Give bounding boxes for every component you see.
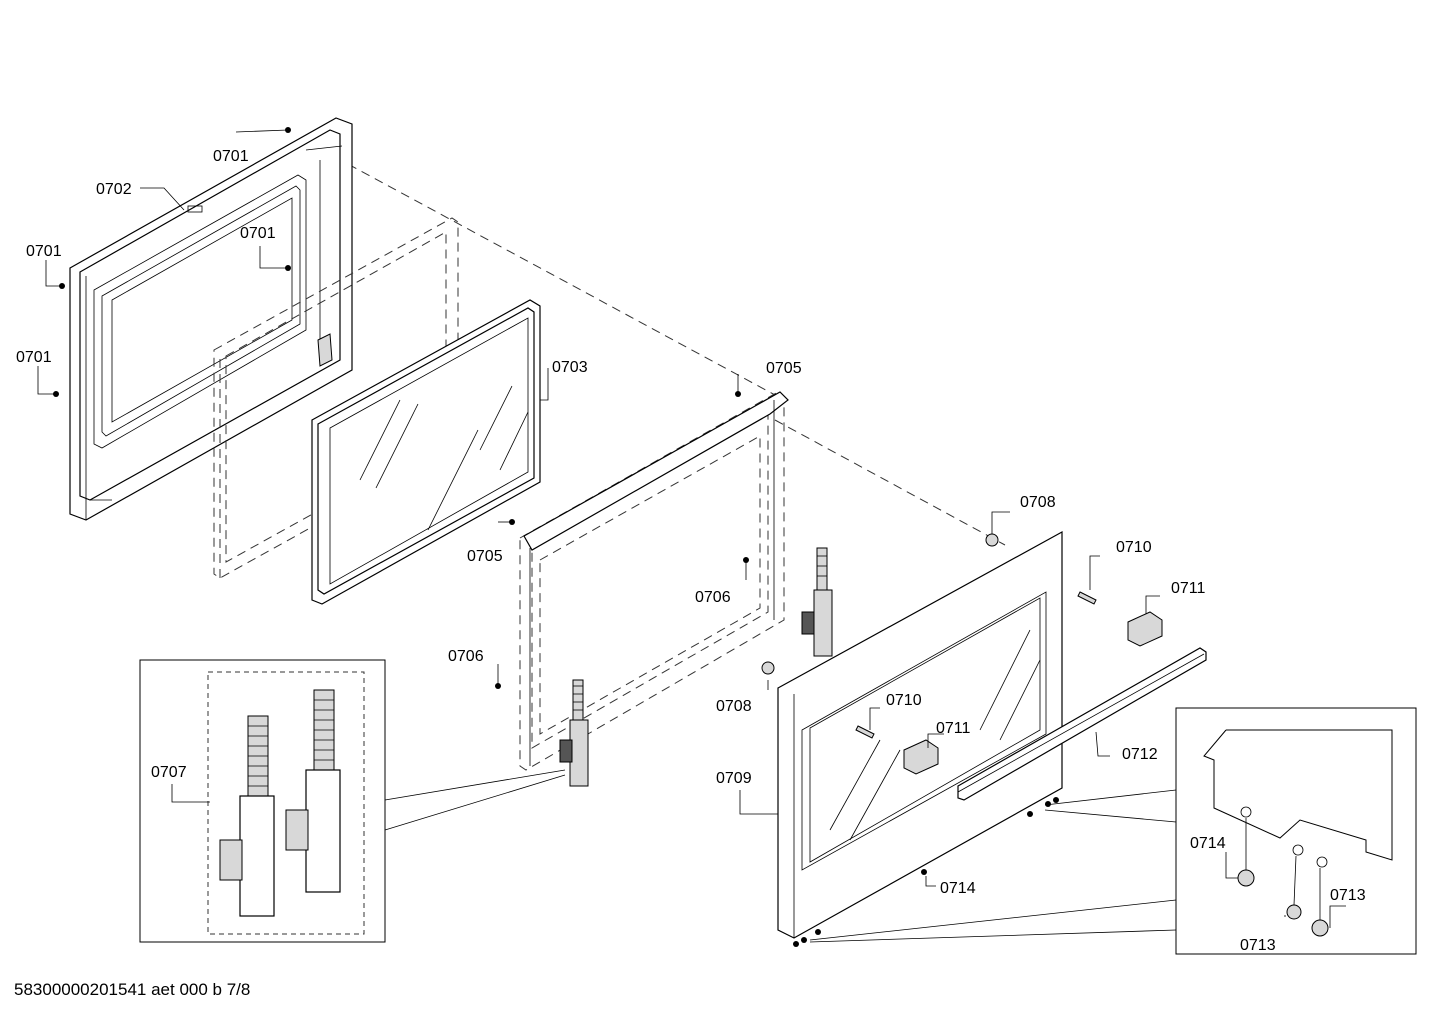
hinge-detail-right	[285, 689, 341, 893]
inner-hinge-frame	[519, 391, 789, 771]
label-0710: 0710	[1116, 539, 1152, 556]
label-0701: 0701	[26, 243, 62, 260]
hinge-detail-left	[219, 715, 275, 917]
hinge-right-installed	[801, 547, 833, 657]
label-0708: 0708	[716, 698, 752, 715]
door-handle	[957, 647, 1207, 801]
label-0714: 0714	[1190, 835, 1226, 852]
outer-door-panel	[777, 530, 1063, 939]
assembly-guide-lines	[321, 149, 1006, 546]
label-0712: 0712	[1122, 746, 1158, 763]
label-0707: 0707	[151, 764, 187, 781]
label-0701: 0701	[240, 225, 276, 242]
inner-door-frame	[69, 117, 353, 521]
label-0713: 0713	[1240, 937, 1276, 954]
label-0711: 0711	[1171, 580, 1206, 597]
label-0701: 0701	[213, 148, 249, 165]
label-0706: 0706	[448, 648, 484, 665]
label-0708: 0708	[1020, 494, 1056, 511]
glass-pane	[311, 299, 541, 605]
label-0709: 0709	[716, 770, 752, 787]
screw-detail-inset	[809, 707, 1417, 955]
label-0711: 0711	[936, 720, 971, 737]
label-0713: 0713	[1330, 887, 1366, 904]
label-0702: 0702	[96, 181, 132, 198]
handle-block-lower	[903, 739, 939, 775]
label-0701: 0701	[16, 349, 52, 366]
hinge-detail-inset	[139, 659, 566, 943]
label-0705: 0705	[467, 548, 503, 565]
label-0710: 0710	[886, 692, 922, 709]
handle-pin-lower	[855, 725, 875, 739]
leader-lines	[37, 129, 1346, 928]
handle-block-upper	[1127, 611, 1163, 647]
handle-pin-upper	[1077, 591, 1097, 605]
label-0714: 0714	[940, 880, 976, 897]
drawing-reference: 58300000201541 aet 000 b 7/8	[14, 980, 251, 999]
label-0703: 0703	[552, 359, 588, 376]
part-labels: 0701 0702 0701 0701 0701 0703 0705 0705 …	[16, 148, 1366, 954]
label-0705: 0705	[766, 360, 802, 377]
label-0706: 0706	[695, 589, 731, 606]
hinge-left-installed	[559, 679, 589, 787]
